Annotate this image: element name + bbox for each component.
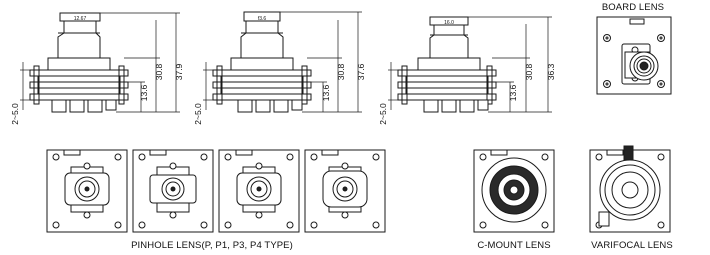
lens-mount — [230, 57, 294, 71]
pcb-middle — [212, 81, 312, 89]
lens-barrel — [240, 20, 284, 59]
connector — [423, 99, 439, 113]
pcb-middle — [397, 81, 497, 89]
lens-barrel — [57, 20, 101, 59]
connector — [105, 99, 117, 111]
connector — [459, 99, 475, 113]
dim-board: 2~5.0 — [193, 103, 203, 125]
side-view-2: f3.6 37.6 30.8 13.6 2~5.0 — [193, 11, 366, 125]
dim-total: 37.6 — [356, 63, 366, 80]
dim-mid: 30.8 — [154, 63, 164, 80]
lens-mark: 16.0 — [444, 20, 454, 26]
lens-mount — [417, 57, 481, 71]
dim-mid: 30.8 — [524, 63, 534, 80]
dim-base: 13.6 — [508, 84, 518, 101]
board-lens-front — [596, 16, 672, 95]
connector — [441, 99, 457, 113]
connector — [255, 99, 271, 113]
lens-mark: 12.67 — [74, 16, 87, 22]
connector — [87, 99, 103, 113]
dim-total: 37.9 — [174, 63, 184, 80]
dim-board: 2~5.0 — [378, 103, 388, 125]
pcb-middle — [29, 81, 129, 89]
pinhole-front-2 — [132, 149, 214, 233]
connector — [69, 99, 85, 113]
pcb-top — [29, 69, 129, 77]
pcb-bottom — [397, 93, 497, 101]
varifocal-front — [589, 145, 671, 233]
connector — [237, 99, 253, 113]
pcb-top — [212, 69, 312, 77]
side-view-3: 16.0 36.3 30.8 13.6 2~5.0 — [378, 16, 556, 125]
pinhole-front-1 — [46, 149, 128, 233]
connector — [51, 99, 67, 113]
caption-varifocal-lens: VARIFOCAL LENS — [591, 240, 673, 251]
pcb-bottom — [29, 93, 129, 101]
connector — [291, 99, 303, 111]
side-view-1: 12.67 37.9 30.8 13 — [10, 12, 184, 125]
dim-mid: 30.8 — [336, 63, 346, 80]
dim-board: 2~5.0 — [10, 103, 20, 125]
lens-mark: f3.6 — [258, 16, 267, 22]
dim-base: 13.6 — [139, 84, 149, 101]
lens-mount — [47, 57, 111, 71]
lens-barrel — [429, 24, 469, 59]
dim-base: 13.6 — [321, 84, 331, 101]
pinhole-front-4 — [304, 149, 386, 233]
caption-pinhole-lens: PINHOLE LENS(P, P1, P3, P4 TYPE) — [131, 240, 293, 251]
caption-board-lens: BOARD LENS — [602, 2, 664, 13]
pinhole-front-3 — [218, 149, 300, 233]
connector — [477, 99, 489, 111]
pcb-top — [397, 69, 497, 77]
c-mount-front — [473, 149, 555, 233]
connector — [273, 99, 289, 113]
caption-c-mount-lens: C-MOUNT LENS — [477, 240, 550, 251]
dim-total: 36.3 — [546, 63, 556, 80]
pcb-bottom — [212, 93, 312, 101]
